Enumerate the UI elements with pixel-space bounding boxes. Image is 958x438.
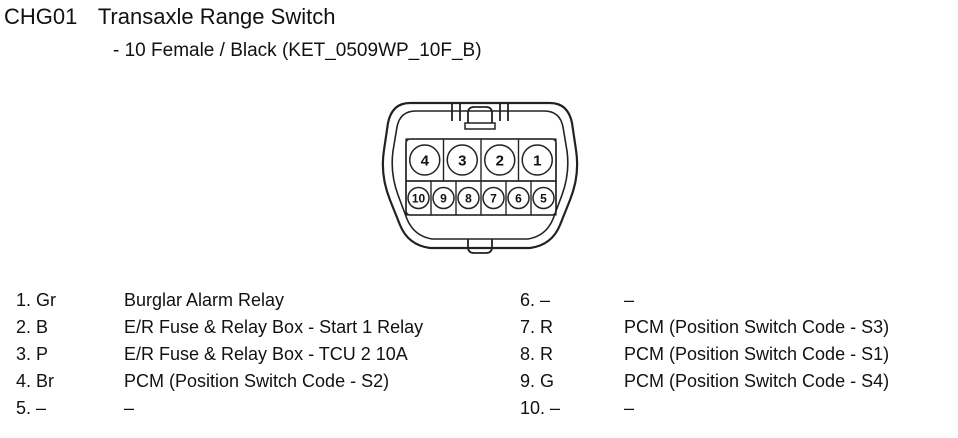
pin-label: 5 bbox=[540, 191, 547, 205]
pin-function: E/R Fuse & Relay Box - TCU 2 10A bbox=[124, 344, 408, 364]
pin-number: 2. B bbox=[16, 317, 49, 337]
pin-function: – bbox=[124, 398, 135, 418]
pin-circle bbox=[407, 186, 430, 210]
pin-label: 6 bbox=[515, 191, 522, 205]
pin-row: 10. – – bbox=[520, 398, 956, 424]
pin-function: – bbox=[624, 290, 635, 310]
pin-function: PCM (Position Switch Code - S4) bbox=[624, 371, 890, 391]
pin-circle bbox=[446, 144, 478, 176]
pin-function: – bbox=[624, 398, 635, 418]
pin-label: 3 bbox=[458, 152, 466, 169]
top-pin-row: 4 3 2 1 bbox=[405, 138, 557, 182]
pin-circle bbox=[484, 144, 516, 176]
pin-number: 10. – bbox=[520, 398, 561, 418]
connector-key bbox=[467, 239, 493, 254]
pin-function: PCM (Position Switch Code - S2) bbox=[124, 371, 390, 391]
connector-latch bbox=[451, 103, 509, 123]
pin-label: 2 bbox=[496, 152, 504, 169]
pin-circle bbox=[507, 186, 530, 210]
pin-label: 9 bbox=[440, 191, 447, 205]
pin-label: 4 bbox=[421, 152, 430, 169]
pin-number: 1. Gr bbox=[16, 290, 57, 310]
connector-housing bbox=[381, 101, 579, 250]
pin-label: 7 bbox=[490, 191, 497, 205]
pin-row: 5. – – bbox=[16, 398, 496, 424]
pin-number: 3. P bbox=[16, 344, 49, 364]
pin-circle bbox=[432, 186, 455, 210]
pin-label: 1 bbox=[533, 152, 541, 169]
connector-latch-slot bbox=[464, 122, 496, 130]
pin-number: 9. G bbox=[520, 371, 555, 391]
pin-row: 4. Br PCM (Position Switch Code - S2) bbox=[16, 371, 496, 397]
pin-circle bbox=[457, 186, 480, 210]
connector-housing-inner bbox=[391, 110, 569, 240]
pin-number: 5. – bbox=[16, 398, 47, 418]
pin-label: 10 bbox=[412, 191, 426, 205]
pin-circle bbox=[521, 144, 553, 176]
connector-code: CHG01 bbox=[4, 4, 78, 29]
pin-circle bbox=[482, 186, 505, 210]
pin-circle bbox=[532, 186, 555, 210]
pin-number: 8. R bbox=[520, 344, 554, 364]
connector-name: Transaxle Range Switch bbox=[97, 4, 336, 29]
pin-number: 7. R bbox=[520, 317, 554, 337]
header: CHG01 Transaxle Range Switch bbox=[4, 4, 335, 34]
pin-row: 9. G PCM (Position Switch Code - S4) bbox=[520, 371, 956, 397]
connector-diagram: 4 3 2 1 10 9 8 7 6 5 bbox=[381, 101, 579, 254]
pin-row: 2. B E/R Fuse & Relay Box - Start 1 Rela… bbox=[16, 317, 496, 343]
pin-function: PCM (Position Switch Code - S3) bbox=[624, 317, 890, 337]
pin-function: Burglar Alarm Relay bbox=[124, 290, 285, 310]
pin-label: 8 bbox=[465, 191, 472, 205]
pin-number: 6. – bbox=[520, 290, 551, 310]
pin-cavity bbox=[530, 180, 557, 216]
pin-number: 4. Br bbox=[16, 371, 55, 391]
pin-circle bbox=[409, 144, 441, 176]
pin-function: PCM (Position Switch Code - S1) bbox=[624, 344, 890, 364]
connector-subtitle: - 10 Female / Black (KET_0509WP_10F_B) bbox=[113, 40, 482, 61]
pin-row: 6. – – bbox=[520, 290, 956, 316]
pin-row: 1. Gr Burglar Alarm Relay bbox=[16, 290, 496, 316]
bottom-pin-row: 10 9 8 7 6 5 bbox=[405, 180, 557, 216]
pin-function: E/R Fuse & Relay Box - Start 1 Relay bbox=[124, 317, 424, 337]
pin-row: 8. R PCM (Position Switch Code - S1) bbox=[520, 344, 956, 370]
pin-row: 7. R PCM (Position Switch Code - S3) bbox=[520, 317, 956, 343]
pin-row: 3. P E/R Fuse & Relay Box - TCU 2 10A bbox=[16, 344, 496, 370]
